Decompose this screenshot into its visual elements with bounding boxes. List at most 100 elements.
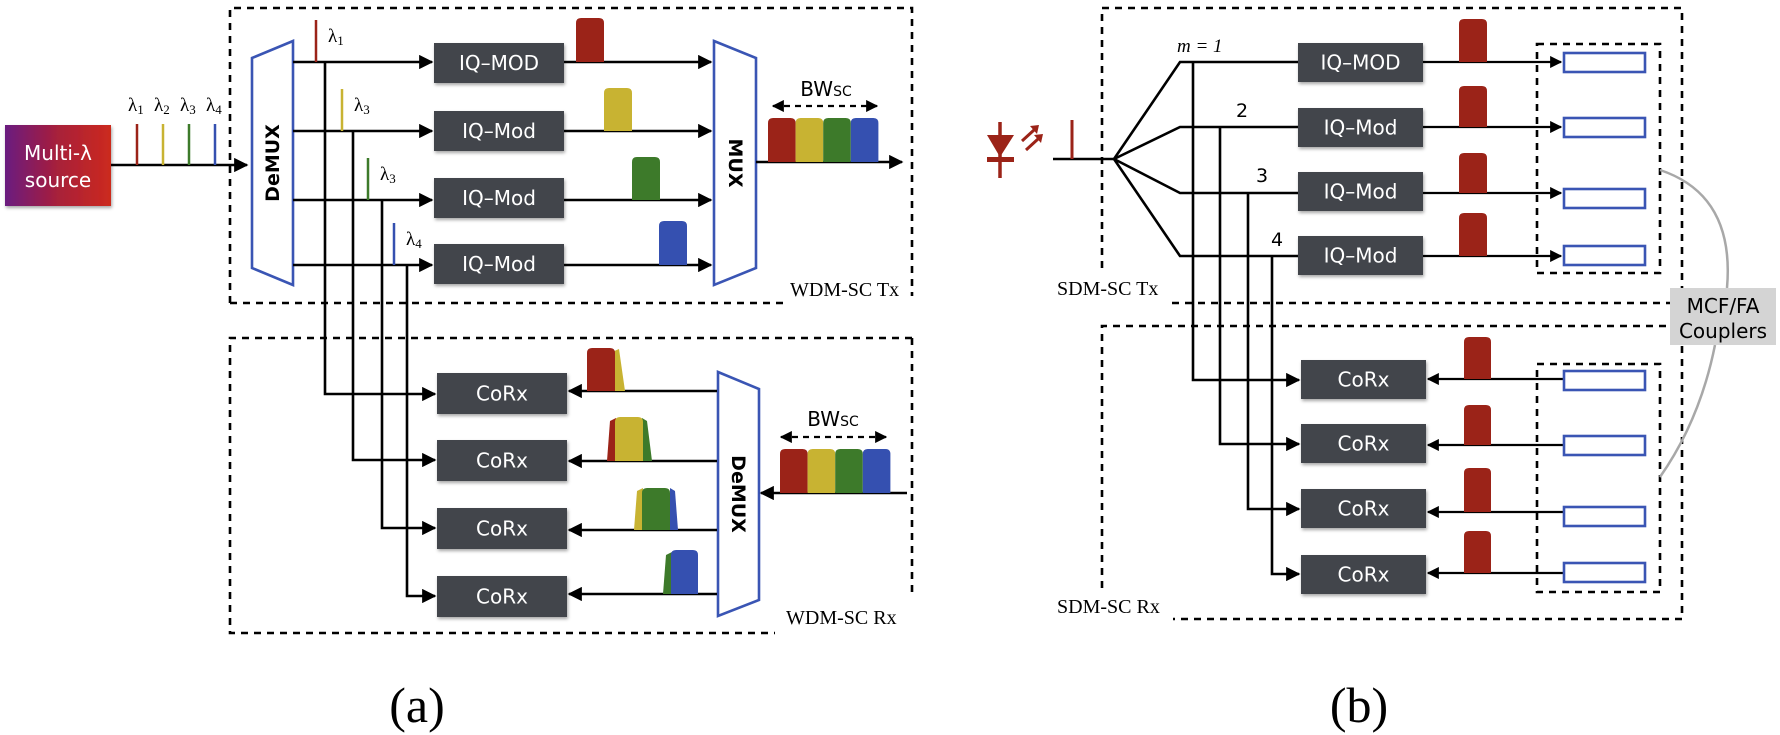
tx-fiber-core-port [1562, 51, 1647, 74]
lo-tap-line [405, 265, 437, 604]
tx-subcarrier-pulse [576, 18, 604, 62]
rx-filtered-subcarrier [671, 550, 698, 594]
sdm-rx-boundary-right [1173, 346, 1684, 621]
coherent-receiver-label: CoRx [1338, 563, 1390, 587]
splitter-branch-line [1113, 157, 1298, 195]
rx-spectrum-subcarrier [807, 449, 836, 493]
tx-fiber-core-port [1562, 187, 1647, 210]
wdm-rx-boundary [228, 336, 912, 635]
tx-mode-pulse [1459, 19, 1487, 62]
rx-demux-shape [716, 370, 761, 618]
rx-fiber-core-port [1562, 369, 1647, 392]
tx-mode-pulse [1459, 213, 1487, 256]
splitter-branch-line [1113, 125, 1298, 161]
lo-tap-line [1246, 193, 1301, 517]
tx-spectrum-subcarrier [795, 118, 824, 162]
panel-b: SDM-SC Tx SDM-SC Rx m = 1IQ–MOD2IQ–Mod3I… [987, 6, 1776, 733]
tx-mux-shape [712, 39, 758, 287]
sdm-tx-boundary [1100, 6, 1684, 305]
coherent-receiver-box [1301, 555, 1426, 594]
rx-fiber-core-port [1562, 561, 1647, 584]
iq-modulator-box [434, 111, 564, 151]
iq-modulator-box [1298, 236, 1423, 275]
rx-filtered-subcarrier [642, 488, 670, 530]
rx-spectrum-subcarrier [862, 449, 891, 493]
rx-demux: DeMUX [716, 370, 761, 618]
splitter-branch-line [1112, 60, 1298, 160]
rx-filtered-leak [642, 418, 652, 461]
wdm-tx-section-label: WDM-SC Tx [790, 279, 899, 301]
tx-fiber-array-boundary [1535, 42, 1662, 275]
coherent-receiver-label: CoRx [476, 382, 528, 406]
rx-filtered-leak [670, 488, 678, 530]
coherent-receiver-box [1301, 424, 1426, 463]
iq-modulator-label: IQ–Mod [1324, 244, 1398, 268]
source-wavelength-comb: λ1 λ2 λ3 λ4 [128, 95, 222, 165]
lo-tap-line [1270, 256, 1301, 582]
tx-subcarrier-pulse [659, 221, 687, 265]
tx-branch-wavelength-label: λ4 [406, 229, 422, 251]
sdm-tx-section-label: SDM-SC Tx [1057, 278, 1158, 300]
coupler-callout-line-top [1659, 168, 1729, 289]
tx-fiber-core-port [1562, 244, 1647, 267]
coherent-receiver-label: CoRx [476, 517, 528, 541]
source-wavelength-label: λ1 [128, 95, 144, 117]
tx-spectrum-subcarrier [823, 118, 851, 162]
mcf-fa-coupler-label: MCF/FA Couplers [1670, 288, 1776, 345]
rx-mode-pulse [1464, 337, 1491, 379]
tx-spectrum-subcarrier [850, 118, 879, 162]
tx-spectrum-subcarrier [768, 118, 796, 162]
tx-branch-wavelength-label: λ1 [328, 26, 344, 48]
tx-demux-label: DeMUX [262, 124, 284, 202]
tx-combined-spectrum [768, 118, 879, 162]
rx-filtered-leak [612, 349, 625, 391]
tx-mux: MUX [712, 39, 758, 287]
tx-subcarrier-pulse [632, 157, 660, 200]
coherent-receiver-label: CoRx [1338, 368, 1390, 392]
iq-modulator-label: IQ–Mod [1324, 180, 1398, 204]
iq-modulator-box [434, 178, 564, 218]
rx-filtered-leak [663, 552, 672, 594]
rx-filtered-subcarrier [587, 348, 615, 391]
coherent-receiver-box [437, 508, 567, 549]
mode-label: 4 [1271, 229, 1283, 251]
tx-branch-wavelength-label: λ3 [354, 95, 370, 117]
mode-label: 3 [1256, 165, 1268, 187]
tx-branch-wavelength-label: λ3 [380, 164, 396, 186]
rx-fiber-core-port [1562, 505, 1647, 528]
multi-wavelength-source: Multi-λ source [5, 125, 111, 206]
iq-modulator-label: IQ–Mod [462, 119, 536, 143]
tx-mode-pulse [1459, 153, 1487, 193]
panel-b-caption: (b) [1330, 677, 1388, 733]
lo-tap-line [323, 62, 437, 402]
rx-combined-spectrum [780, 449, 891, 493]
coherent-receiver-box [437, 576, 567, 617]
source-wavelength-label: λ2 [154, 95, 170, 117]
iq-modulator-label: IQ–MOD [459, 51, 539, 75]
tx-demux: DeMUX [250, 39, 295, 287]
rx-mode-pulse [1464, 531, 1491, 573]
tx-bandwidth-label: BWSC [800, 77, 852, 101]
rx-spectrum-subcarrier [835, 449, 863, 493]
splitter-branch-line [1112, 158, 1298, 258]
coupler-label-line2: Couplers [1679, 319, 1767, 343]
source-box [5, 125, 111, 206]
tx-fiber-core-port [1562, 116, 1647, 139]
coherent-receiver-box [1301, 489, 1426, 528]
coherent-receiver-label: CoRx [476, 449, 528, 473]
rx-fiber-core-port [1562, 434, 1647, 457]
iq-modulator-box [1298, 172, 1423, 211]
mode-label: 2 [1236, 100, 1248, 122]
iq-modulator-label: IQ–Mod [462, 252, 536, 276]
lo-tap-line [1191, 62, 1301, 388]
panel-a-caption: (a) [389, 677, 445, 733]
coherent-receiver-box [437, 440, 567, 481]
wdm-rx-section-label: WDM-SC Rx [786, 607, 897, 629]
source-wavelength-label: λ4 [206, 95, 222, 117]
source-wavelength-label: λ3 [180, 95, 196, 117]
iq-modulator-label: IQ–MOD [1320, 51, 1400, 75]
iq-modulator-label: IQ–Mod [1324, 116, 1398, 140]
